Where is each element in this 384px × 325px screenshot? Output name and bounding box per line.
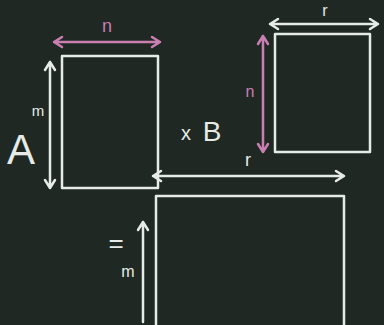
dimension-label: r — [322, 3, 327, 19]
dimension-arrow — [153, 171, 344, 181]
dimension-label: n — [102, 17, 112, 35]
dimension-label: r — [245, 151, 251, 169]
matrix-b-box — [275, 34, 370, 152]
operator-symbol: x — [181, 123, 191, 143]
matrix-name: B — [203, 118, 222, 146]
dimension-label: n — [246, 84, 255, 100]
dimension-label: m — [32, 103, 45, 118]
operator-symbol: = — [108, 230, 123, 256]
dimension-arrow — [138, 222, 148, 322]
dimension-arrow — [45, 62, 55, 188]
dimension-arrow — [54, 37, 160, 47]
matrix-name: A — [7, 129, 35, 171]
dimension-arrow — [258, 36, 268, 152]
dimension-arrow — [270, 19, 378, 29]
dimension-label: m — [121, 264, 134, 280]
matrix-c-box — [156, 196, 344, 325]
matrix-a-box — [62, 56, 158, 188]
